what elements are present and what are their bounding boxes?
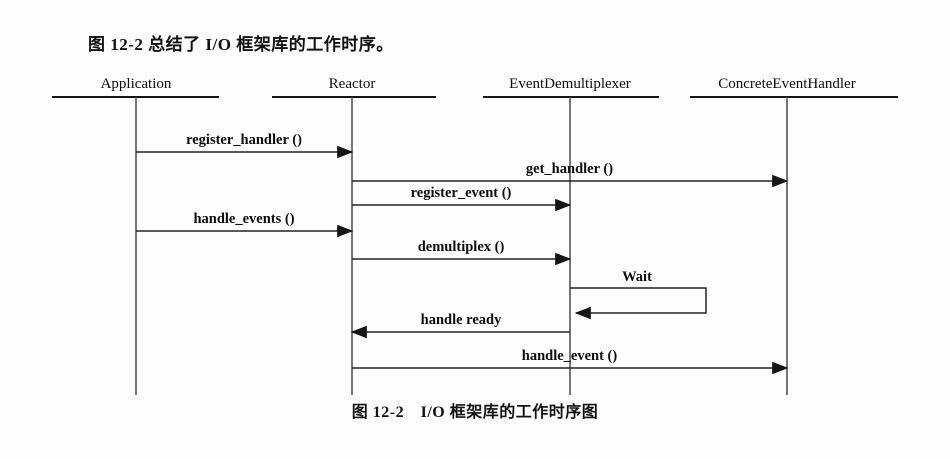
intro-paragraph: 图 12-2 总结了 I/O 框架库的工作时序。 [88, 35, 394, 54]
message-label-m5: demultiplex () [418, 239, 505, 255]
message-label-m3: register_event () [411, 185, 512, 201]
actor-label-reactor: Reactor [329, 76, 376, 92]
lifelines-layer: Application Reactor EventDemultiplexer Conc… [52, 76, 898, 395]
self-message-label-m6: Wait [622, 269, 652, 285]
self-message-arrow-m6 [570, 287, 707, 320]
actor-label-application: Application [101, 76, 172, 92]
message-label-m1: register_handler () [186, 132, 302, 148]
message-label-m2: get_handler () [526, 161, 613, 177]
message-label-m8: handle_event () [522, 348, 618, 364]
message-label-m7: handle ready [421, 312, 502, 328]
message-label-m4: handle_events () [193, 211, 294, 227]
figure-caption: 图 12-2 I/O 框架库的工作时序图 [351, 404, 599, 421]
actor-label-concrete_event_handler: ConcreteEventHandler [718, 76, 855, 92]
messages-layer: register_handler () get_handler () registe… [136, 132, 789, 375]
actor-label-event_demultiplexer: EventDemultiplexer [509, 76, 631, 92]
